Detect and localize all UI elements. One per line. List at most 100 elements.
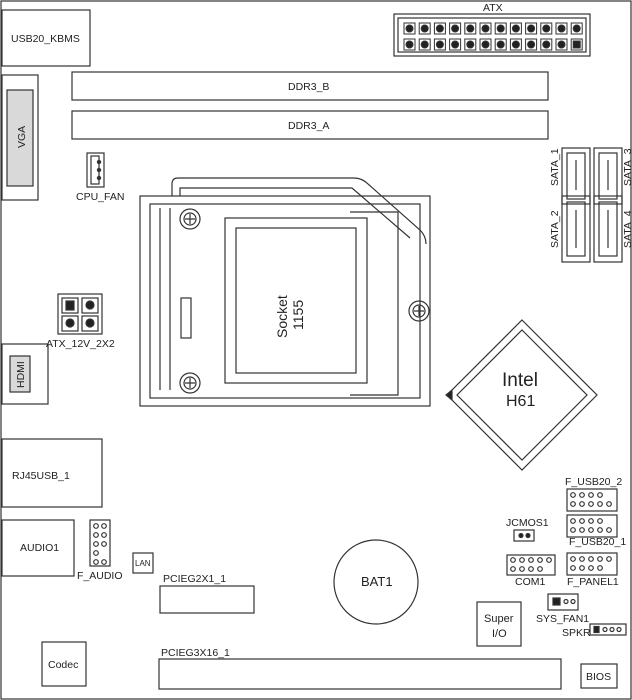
atx-pin [511, 24, 520, 33]
socket-label-2: 1155 [290, 300, 306, 330]
atx-pin-slot [449, 38, 462, 51]
fusb2-pin [579, 492, 585, 498]
socket-screw-right [408, 300, 430, 322]
atx-power-connector [393, 13, 591, 57]
sata-1-connector [561, 147, 591, 205]
codec-chip [41, 641, 87, 687]
audio1-label: AUDIO1 [20, 542, 59, 554]
pcieg2x1-slot [159, 585, 255, 614]
atx-pin [466, 40, 475, 49]
atx-pin-slot [509, 38, 522, 51]
pcieg3x16-slot [158, 658, 562, 690]
cpu-socket [139, 177, 431, 407]
com1-pin [510, 566, 516, 572]
atx-pin [542, 40, 551, 49]
ddr3-a-label: DDR3_A [288, 120, 329, 132]
atx-pin [435, 24, 444, 33]
f-usb20-1-label: F_USB20_1 [569, 536, 626, 548]
super-io-label-2: I/O [492, 628, 507, 640]
fusb1-pin [579, 518, 585, 524]
codec-label: Codec [48, 659, 78, 671]
sys-fan1-header [547, 593, 579, 611]
sata-2-label: SATA_2 [549, 210, 561, 248]
fusb1-pin [570, 518, 576, 524]
atx-pin [511, 40, 520, 49]
atx-pin [572, 24, 581, 33]
hdmi-port [1, 343, 49, 405]
fusb2-pin [588, 492, 594, 498]
usb-kbms-port [1, 9, 91, 67]
atx-pin-slot [403, 22, 416, 35]
com1-pin [510, 557, 516, 563]
atx-pin [496, 24, 505, 33]
fpanel-pin [597, 556, 603, 562]
lan-chip [132, 552, 154, 574]
fusb1-pin [597, 527, 603, 533]
atx-pin-slot [540, 22, 553, 35]
atx-pin-slot [525, 38, 538, 51]
bios-chip [580, 663, 618, 689]
intel-label: Intel [502, 370, 538, 391]
atx-pin [420, 40, 429, 49]
atx-pin-slot [464, 22, 477, 35]
atx-pin-slot [433, 38, 446, 51]
faudio-pin [101, 523, 107, 529]
ddr3-b-slot [71, 71, 549, 101]
lan-label: LAN [135, 559, 151, 568]
atx-pin-slot [494, 38, 507, 51]
atx-pin [481, 24, 490, 33]
jcmos1-jumper [513, 529, 535, 542]
fusb1-pin [588, 527, 594, 533]
atx-pin-slot [555, 22, 568, 35]
fpanel-pin [597, 565, 603, 571]
atx-pin [451, 24, 460, 33]
fpanel-pin [579, 565, 585, 571]
atx-pin-slot [494, 22, 507, 35]
atx-pin-slot [525, 22, 538, 35]
hdmi-label: HDMI [15, 361, 27, 388]
f-audio-header [89, 519, 111, 567]
atx-12v-label: ATX_12V_2X2 [46, 338, 115, 350]
com1-pin [528, 557, 534, 563]
fusb1-pin [597, 518, 603, 524]
sata-4-label: SATA_4 [622, 210, 632, 248]
atx-pin-slot [403, 38, 416, 51]
faudio-pin [93, 559, 99, 565]
battery-bat1 [333, 539, 419, 625]
com1-pin [537, 566, 543, 572]
bat1-label: BAT1 [361, 574, 393, 589]
faudio-pin [93, 532, 99, 538]
fusb2-pin [579, 501, 585, 507]
usb-kbms-label: USB20_KBMS [11, 33, 80, 45]
vga-port [1, 74, 39, 201]
ddr3-a-slot [71, 110, 549, 140]
fusb2-pin [570, 492, 576, 498]
com1-pin [528, 566, 534, 572]
socket-screw-bottom [179, 372, 201, 394]
atx-12v-connector [57, 293, 103, 335]
atx-pin [466, 24, 475, 33]
fusb1-pin [570, 527, 576, 533]
faudio-pin [101, 541, 107, 547]
atx-pin [481, 40, 490, 49]
faudio-pin [93, 523, 99, 529]
cpu-fan-header [86, 152, 105, 188]
rj45usb-label: RJ45USB_1 [12, 470, 70, 482]
pcieg3x16-label: PCIEG3X16_1 [161, 647, 230, 659]
faudio-pin [101, 532, 107, 538]
com1-pin [519, 557, 525, 563]
sata-1-label: SATA_1 [549, 148, 561, 186]
super-io-label-1: Super [484, 613, 514, 625]
atx-pin-slot [570, 38, 583, 51]
atx-pin-slot [418, 22, 431, 35]
atx-pin-slot [433, 22, 446, 35]
atx-pin [451, 40, 460, 49]
atx-pin-slot [479, 38, 492, 51]
com1-pin [519, 566, 525, 572]
fusb2-pin [588, 501, 594, 507]
com1-label: COM1 [515, 576, 545, 588]
spkr-header [589, 623, 627, 636]
rj45-usb-port [1, 438, 103, 508]
fpanel-pin [606, 556, 612, 562]
faudio-pin [93, 550, 99, 556]
